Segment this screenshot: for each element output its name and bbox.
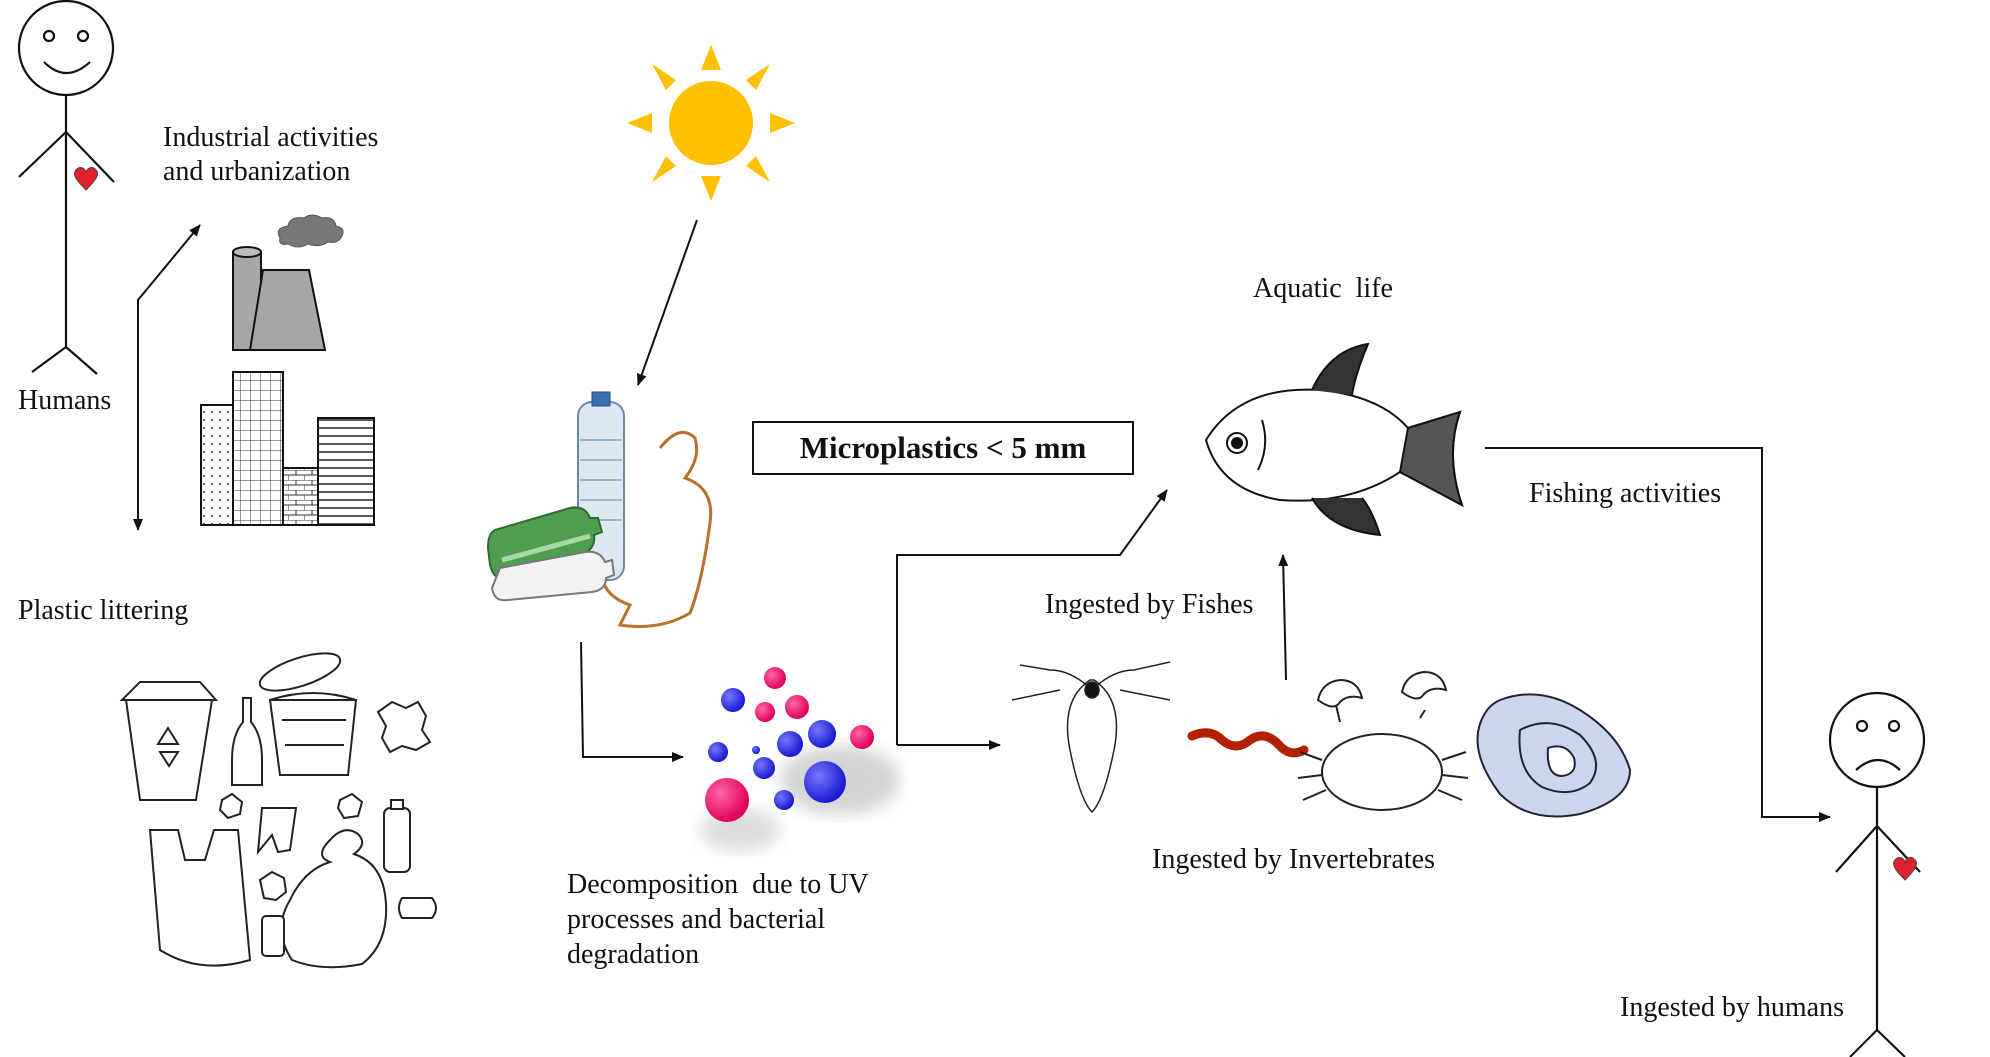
buildings-icon xyxy=(200,371,375,526)
label-aquatic-life: Aquatic life xyxy=(1253,273,1393,304)
crab-icon xyxy=(1297,670,1469,811)
label-industrial-line1: Industrial activities xyxy=(163,122,379,153)
label-fishing-activities: Fishing activities xyxy=(1529,478,1722,509)
microplastic-particles-icon xyxy=(700,667,900,852)
fish-icon xyxy=(1204,342,1464,537)
microplastics-box: Microplastics < 5 mm xyxy=(752,421,1134,475)
label-industrial-line2: and urbanization xyxy=(163,156,351,187)
sun-icon xyxy=(627,45,795,201)
happy-human-icon xyxy=(17,0,115,375)
shell-icon xyxy=(1476,693,1632,818)
label-decomposition-line1: Decomposition due to UV xyxy=(567,869,869,900)
label-decomposition-line2: processes and bacterial xyxy=(567,904,826,935)
plastic-bottles-icon xyxy=(486,391,713,628)
label-ingested-humans: Ingested by humans xyxy=(1620,992,1844,1023)
zooplankton-icon xyxy=(1011,661,1171,814)
waste-icon xyxy=(119,652,437,969)
label-decomposition-line3: degradation xyxy=(567,939,700,970)
heart-icon xyxy=(1892,857,1918,881)
arrows xyxy=(133,219,1831,822)
label-ingested-fishes: Ingested by Fishes xyxy=(1045,589,1254,620)
label-plastic-littering: Plastic littering xyxy=(18,595,189,626)
heart-icon xyxy=(73,167,99,191)
label-humans: Humans xyxy=(18,385,112,416)
factory-icon xyxy=(232,214,344,351)
label-ingested-invertebrates: Ingested by Invertebrates xyxy=(1152,844,1435,875)
worm-icon xyxy=(1187,728,1309,758)
